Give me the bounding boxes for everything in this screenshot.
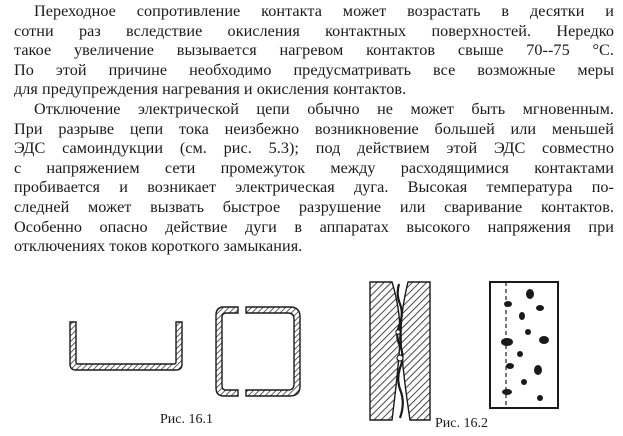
paragraph-2-line-1: Отключение электрической цепи обычно не … — [34, 99, 614, 118]
paragraph-2-line-8: отключениях токов короткого замыкания. — [14, 237, 303, 256]
paragraph-1-line-2: сотни раз вследствие окисления контактны… — [14, 21, 614, 40]
paragraph-1-line-3: такое увеличение вызывается нагревом кон… — [14, 41, 614, 60]
figure-16-2-caption: Рис. 16.2 — [435, 416, 488, 431]
paragraph-1-line-5: для предупреждения нагревания и окислени… — [14, 80, 407, 99]
paragraph-2-line-5: пробивается и возникает электрическая ду… — [14, 178, 614, 197]
figures-drawing — [69, 281, 559, 421]
paragraph-2-line-7: Особенно опасно действие дуги в аппарата… — [14, 217, 614, 236]
fig-16-1-bracket-contacts — [215, 306, 301, 397]
figures-area: Рис. 16.1 Рис. 16.2 — [0, 270, 623, 436]
fig-16-1-u-contact — [69, 321, 183, 371]
body-text: Переходное сопротивление контакта может … — [14, 2, 614, 257]
paragraph-1-line-4: По этой причине необходимо предусматрива… — [14, 60, 614, 79]
paragraph-2-line-2: При разрыве цепи тока неизбежно возникно… — [14, 119, 614, 138]
fig-16-2-contact-surface — [489, 281, 559, 409]
paragraph-2-line-6: следней может вызвать быстрое разрушение… — [14, 197, 614, 216]
fig-16-2-welded-contact — [369, 281, 431, 421]
figure-16-1-caption: Рис. 16.1 — [160, 412, 213, 427]
paragraph-2-line-3: ЭДС самоиндукции (см. рис. 5.3); под дей… — [14, 139, 614, 158]
paragraph-2-line-4: с напряжением сети промежуток между расх… — [14, 158, 614, 177]
paragraph-1-line-1: Переходное сопротивление контакта может … — [34, 2, 614, 20]
